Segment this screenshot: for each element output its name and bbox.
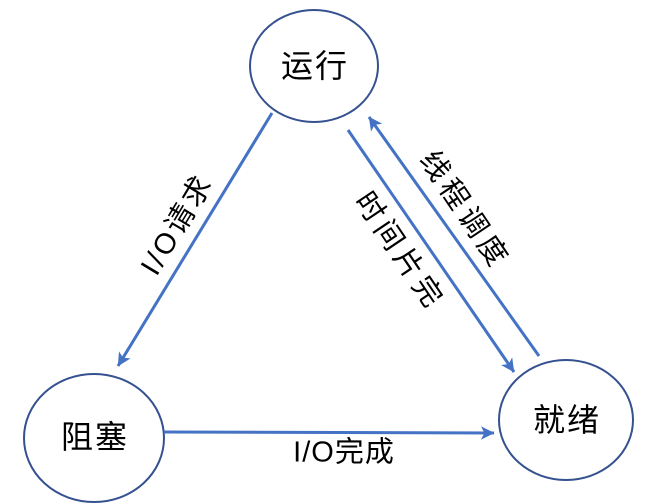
edge-arrow-running-to-ready <box>346 129 516 373</box>
node-circle-ready <box>498 359 634 481</box>
node-label-blocked: 阻塞 <box>60 419 130 455</box>
node-label-running: 运行 <box>280 48 350 84</box>
edge-arrow-ready-to-running <box>367 116 541 357</box>
edge-arrow-blocked-to-ready <box>163 426 495 440</box>
edge-label-io-complete: I/O完成 <box>293 436 395 469</box>
edge-arrow-running-to-blocked <box>116 112 274 367</box>
node-circle-running <box>249 9 379 123</box>
node-label-ready: 就绪 <box>532 402 602 438</box>
node-circle-blocked <box>23 373 165 503</box>
